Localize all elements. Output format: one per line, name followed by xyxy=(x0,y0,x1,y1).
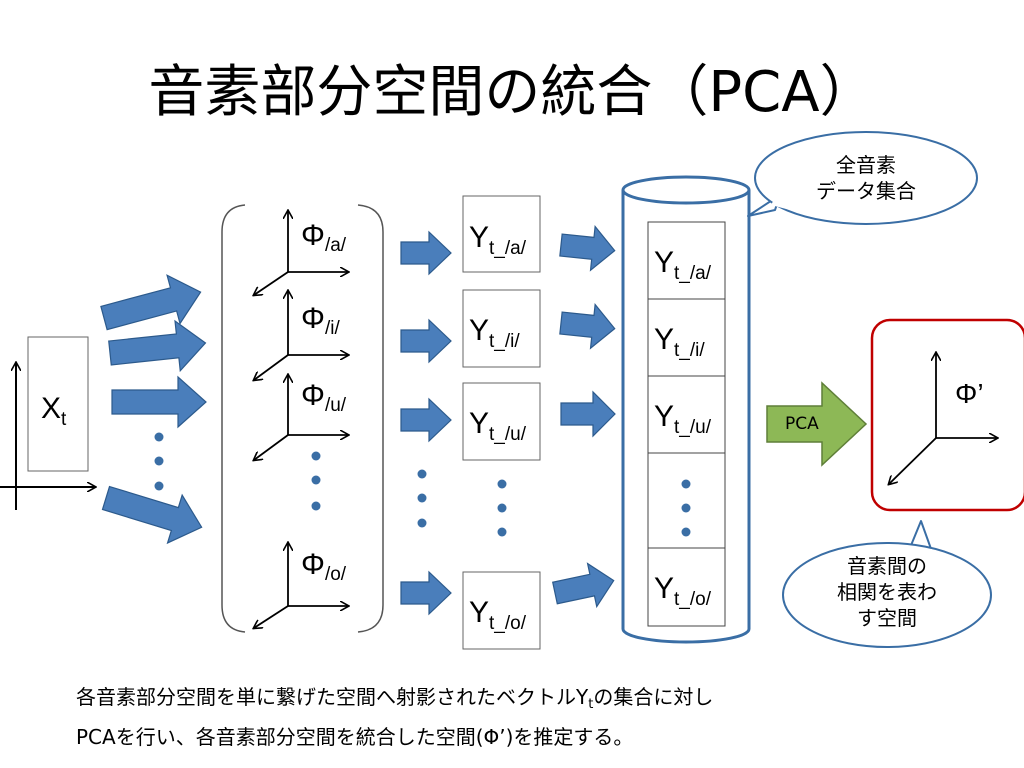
subspace-ellipsis xyxy=(311,451,321,511)
arrow-proj-u xyxy=(400,397,452,443)
projection-arrows-ellipsis xyxy=(417,469,427,528)
result-space-label: Φ’ xyxy=(955,378,984,409)
axes-i xyxy=(254,291,348,380)
database-label-i: Yt_/i/ xyxy=(654,323,705,361)
subspace-label-u: Φ/u/ xyxy=(301,379,347,416)
projection-arrows xyxy=(400,230,452,616)
arrow-proj-o xyxy=(400,570,452,616)
database-label-a: Yt_/a/ xyxy=(654,246,711,284)
projection-boxes xyxy=(462,195,541,650)
projection-label-i: Yt_/i/ xyxy=(469,314,520,352)
database-label-u: Yt_/u/ xyxy=(654,400,711,438)
projection-label-a: Yt_/a/ xyxy=(469,221,526,259)
callout-bottom-text: 音素間の 相関を表わ す空間 xyxy=(811,553,963,631)
caption-line1: 各音素部分空間を単に繋げた空間へ射影されたベクトルYtの集合に対し xyxy=(76,685,714,712)
database-label-o: Yt_/o/ xyxy=(654,572,711,610)
subspace-label-a: Φ/a/ xyxy=(301,219,347,256)
callout-bottom-line3: す空間 xyxy=(857,606,917,630)
arrow-proj-a xyxy=(400,230,452,276)
pca-arrow xyxy=(766,381,868,467)
result-space-box xyxy=(870,318,1024,512)
projection-label-o: Yt_/o/ xyxy=(469,596,526,634)
arrow-db-i xyxy=(559,302,616,350)
axes-a xyxy=(254,211,348,295)
input-to-subspace-arrows xyxy=(100,274,207,545)
callout-bottom-bubble xyxy=(782,520,992,648)
projection-ellipsis xyxy=(497,479,507,537)
callout-top-bubble xyxy=(747,131,978,225)
input-vector-box xyxy=(27,336,89,472)
arrow-to-subspace-u xyxy=(111,375,207,429)
subspace-bracket xyxy=(221,204,384,633)
arrow-proj-i xyxy=(400,318,452,364)
subspace-label-o: Φ/o/ xyxy=(301,548,347,585)
subspace-label-i: Φ/i/ xyxy=(301,302,340,339)
callout-bottom-line1: 音素間の xyxy=(847,554,927,578)
pca-arrow-label: PCA xyxy=(785,414,819,434)
arrow-to-subspace-o xyxy=(101,485,203,545)
arrow-db-u xyxy=(560,390,616,438)
input-ellipsis xyxy=(154,432,164,491)
arrow-db-a xyxy=(559,224,616,272)
database-arrows xyxy=(552,224,616,609)
axes-u xyxy=(254,375,348,460)
arrow-to-subspace-i xyxy=(108,319,207,373)
axes-o xyxy=(254,543,348,628)
callout-bottom-line2: 相関を表わ xyxy=(837,580,937,604)
result-axes xyxy=(889,353,997,484)
caption: 各音素部分空間を単に繋げた空間へ射影されたベクトルYtの集合に対し PCAを行い… xyxy=(76,681,976,753)
input-axes xyxy=(0,363,95,510)
arrow-db-o xyxy=(552,562,615,609)
callout-top-line2: データ集合 xyxy=(816,179,916,203)
slide-title: 音素部分空間の統合（PCA） xyxy=(148,60,876,125)
input-label: Xt xyxy=(41,392,67,430)
caption-line2: PCAを行い、各音素部分空間を統合した空間(Φ’)を推定する。 xyxy=(76,725,634,749)
subspace-axes xyxy=(254,211,348,628)
arrow-to-subspace-a xyxy=(100,274,202,331)
callout-top-line1: 全音素 xyxy=(836,153,896,177)
callout-top-text: 全音素 データ集合 xyxy=(790,152,942,204)
database-ellipsis xyxy=(681,479,691,537)
projection-label-u: Yt_/u/ xyxy=(469,407,526,445)
